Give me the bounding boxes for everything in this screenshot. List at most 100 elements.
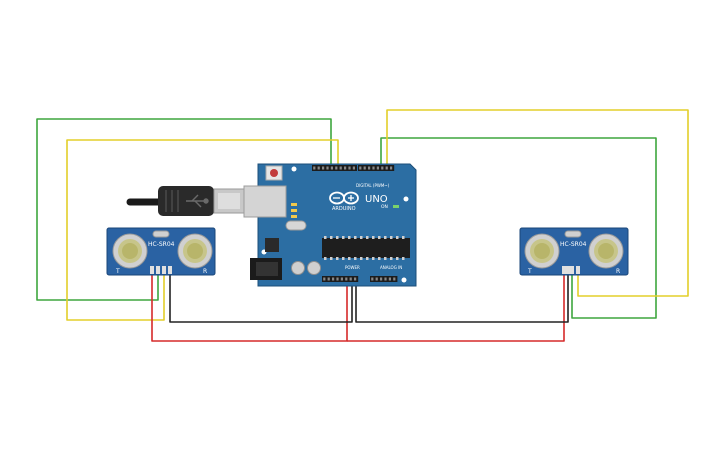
ultrasonic-sensor-right[interactable]: HC-SR04 T R <box>519 227 629 276</box>
atmega-chip <box>322 238 410 258</box>
header-pin[interactable] <box>336 277 339 281</box>
chip-pin <box>360 236 363 239</box>
header-pin[interactable] <box>354 277 357 281</box>
power-jack-inner <box>256 262 278 276</box>
header-pin[interactable] <box>359 166 362 170</box>
reset-button[interactable] <box>270 169 278 177</box>
wire-right-sensor-yellow[interactable] <box>386 109 689 297</box>
header-pin[interactable] <box>313 166 316 170</box>
digital-header-top-left <box>312 165 357 171</box>
wire-left-sensor-black[interactable] <box>169 274 353 323</box>
wire-right-sensor-red[interactable] <box>347 274 565 342</box>
header-pin[interactable] <box>388 277 391 281</box>
header-pin[interactable] <box>372 166 375 170</box>
sensor-trig-mark: T <box>115 268 120 275</box>
header-pin[interactable] <box>352 166 355 170</box>
chip-pin <box>396 257 399 260</box>
header-pin[interactable] <box>348 166 351 170</box>
sensor-trig-mark: T <box>527 268 532 275</box>
header-pin[interactable] <box>323 277 326 281</box>
digital-header-label: DIGITAL (PWM~) <box>356 183 390 188</box>
sensor-transducer-right-icon <box>588 233 624 269</box>
arduino-uno-board[interactable]: ON ARDUINO UNO DIGITAL (PWM~) POWER ANAL… <box>243 163 417 287</box>
wire-right-sensor-black[interactable] <box>355 274 569 323</box>
capacitor <box>307 261 321 275</box>
header-pin[interactable] <box>330 166 333 170</box>
usb-plug-grip-icon <box>165 190 179 212</box>
wire-left-sensor-green[interactable] <box>36 118 332 301</box>
chip-pin <box>402 236 405 239</box>
header-pin[interactable] <box>376 166 379 170</box>
header-pin[interactable] <box>327 277 330 281</box>
analog-header-label: ANALOG IN <box>380 265 402 270</box>
header-pin[interactable] <box>380 277 383 281</box>
header-pin[interactable] <box>393 277 396 281</box>
mounting-hole <box>291 166 297 172</box>
chip-pin <box>366 257 369 260</box>
header-pin[interactable] <box>363 166 366 170</box>
chip-pin <box>372 236 375 239</box>
header-pin[interactable] <box>375 277 378 281</box>
chip-pin <box>342 236 345 239</box>
header-pin[interactable] <box>322 166 325 170</box>
chip-pin <box>402 257 405 260</box>
header-strip <box>312 165 357 171</box>
sensor-pins <box>562 266 580 274</box>
chip-pin <box>354 236 357 239</box>
chip-pin <box>336 257 339 260</box>
header-pin[interactable] <box>390 166 393 170</box>
header-pin[interactable] <box>332 277 335 281</box>
usb-b-port <box>243 185 287 218</box>
on-label: ON <box>381 204 388 210</box>
chip-pin <box>348 257 351 260</box>
chip-pin <box>324 236 327 239</box>
chip-pin <box>384 257 387 260</box>
chip-pin <box>324 257 327 260</box>
header-pin[interactable] <box>339 166 342 170</box>
header-pin[interactable] <box>385 166 388 170</box>
header-pin[interactable] <box>344 166 347 170</box>
usb-cable[interactable] <box>126 186 245 216</box>
mounting-hole <box>401 277 407 283</box>
mounting-hole <box>403 196 409 202</box>
header-pin[interactable] <box>340 277 343 281</box>
sensor-echo-mark: R <box>616 268 620 275</box>
chip-pin <box>396 236 399 239</box>
usb-trident-icon <box>186 194 209 208</box>
analog-header <box>370 276 398 282</box>
wire-right-sensor-green[interactable] <box>380 137 657 319</box>
header-strip <box>358 165 395 171</box>
sensor-echo-mark: R <box>203 268 207 275</box>
chip-pin <box>366 236 369 239</box>
header-pin[interactable] <box>317 166 320 170</box>
chip-pin <box>384 236 387 239</box>
header-pin[interactable] <box>368 166 371 170</box>
sensor-label: HC-SR04 <box>560 241 587 248</box>
header-pin[interactable] <box>371 277 374 281</box>
chip-pin <box>360 257 363 260</box>
header-pin[interactable] <box>335 166 338 170</box>
led-l <box>291 203 297 206</box>
wire-left-sensor-red[interactable] <box>151 274 348 342</box>
sensor-label: HC-SR04 <box>148 241 175 248</box>
header-pin[interactable] <box>349 277 352 281</box>
wire-left-sensor-yellow[interactable] <box>66 139 339 321</box>
header-pin[interactable] <box>345 277 348 281</box>
chip-pin <box>336 236 339 239</box>
header-pin[interactable] <box>384 277 387 281</box>
sensor-crystal <box>152 230 170 238</box>
atmega-chip-pins <box>324 236 405 260</box>
board-model-label: UNO <box>365 194 388 205</box>
crystal-oscillator <box>285 220 307 231</box>
header-pin[interactable] <box>381 166 384 170</box>
wires <box>36 109 689 342</box>
sensor-transducer-left-icon <box>524 233 560 269</box>
usb-plug-metal-shine <box>218 193 240 209</box>
chip-pin <box>330 257 333 260</box>
ultrasonic-sensor-left[interactable]: HC-SR04 T R <box>106 227 216 276</box>
sensor-transducer-left-icon <box>112 233 148 269</box>
sensor-transducer-right-icon <box>177 233 213 269</box>
header-pin[interactable] <box>326 166 329 170</box>
chip-pin <box>348 236 351 239</box>
sensor-pins <box>150 266 172 274</box>
